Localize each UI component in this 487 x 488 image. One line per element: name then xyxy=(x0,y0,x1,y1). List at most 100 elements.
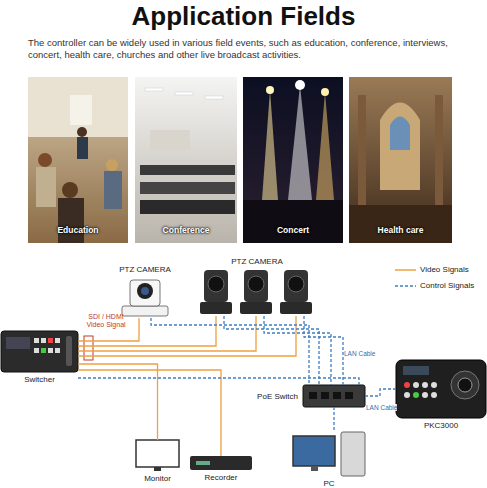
joystick xyxy=(458,378,472,392)
joystick-base xyxy=(451,371,479,399)
teacher xyxy=(77,127,87,137)
camera-lens xyxy=(141,287,149,295)
switcher-button xyxy=(34,348,39,353)
controller-button xyxy=(413,392,419,398)
conference-photo xyxy=(135,77,237,243)
photo-background xyxy=(28,77,128,243)
controller-button xyxy=(422,382,428,388)
switcher-button xyxy=(48,348,53,353)
student xyxy=(38,153,52,167)
switcher-device xyxy=(1,331,78,372)
device-label: Recorder xyxy=(205,473,238,482)
application-photo: Concert xyxy=(243,77,343,243)
camera-body xyxy=(130,280,160,306)
concert-photo xyxy=(243,77,343,243)
controller-screen xyxy=(403,366,429,375)
photo-label: Health care xyxy=(349,225,452,235)
camera-body xyxy=(284,270,308,302)
legend-text: Video Signals xyxy=(420,265,469,275)
poe-switch-node: PoE Switch xyxy=(303,385,365,407)
camera-lens xyxy=(288,276,304,292)
student xyxy=(36,167,56,207)
education-photo xyxy=(28,77,128,243)
photo-background xyxy=(135,77,237,243)
camera-lens xyxy=(208,276,224,292)
switcher-button xyxy=(34,338,39,343)
switcher-screen xyxy=(6,337,30,349)
lan-port xyxy=(333,392,341,399)
ceiling-light xyxy=(145,88,163,91)
camera-base xyxy=(122,306,168,316)
lan-port xyxy=(345,392,353,399)
pc-stand xyxy=(311,466,318,471)
camera-base xyxy=(280,302,312,314)
audience-row xyxy=(140,165,235,175)
photo-label: Conference xyxy=(135,225,237,235)
control-signal-line xyxy=(224,316,343,385)
church-photo xyxy=(349,77,452,243)
control-signal-line xyxy=(78,378,359,385)
cable-label: LAN Cable xyxy=(366,404,397,411)
camera-base xyxy=(240,302,272,314)
poe-body xyxy=(303,385,365,407)
application-photo: Conference xyxy=(135,77,237,243)
camera-lens xyxy=(248,276,264,292)
recorder-node: Recorder xyxy=(190,456,252,470)
lan-port xyxy=(309,392,317,399)
teacher xyxy=(77,137,88,159)
stained-window xyxy=(390,117,410,151)
controller-button xyxy=(404,392,410,398)
controller-node: PKC3000 xyxy=(396,360,486,418)
device-label: PKC3000 xyxy=(424,421,458,430)
switcher-button xyxy=(55,338,60,343)
column xyxy=(358,95,366,215)
monitor-node: Monitor xyxy=(136,440,179,471)
church-arch xyxy=(380,103,420,191)
cable-label: LAN Cable xyxy=(344,350,375,357)
caption-text: The controller can be widely used in var… xyxy=(28,37,458,61)
recorder-body xyxy=(190,456,252,470)
controller-button xyxy=(404,382,410,388)
signal-bracket xyxy=(84,336,93,360)
monitor-stand xyxy=(154,467,161,471)
crowd xyxy=(243,200,343,243)
stage-light xyxy=(266,86,274,94)
photo-label: Concert xyxy=(243,225,343,235)
device-label: Switcher xyxy=(24,375,55,384)
light-beam xyxy=(316,92,334,200)
recorder-device xyxy=(190,456,252,470)
switcher-button xyxy=(41,338,46,343)
camera-body xyxy=(244,270,268,302)
monitor-device xyxy=(136,440,179,471)
page-title: Application Fields xyxy=(0,0,487,32)
application-photo: Health care xyxy=(349,77,452,243)
device-label: PTZ CAMERA xyxy=(231,257,283,266)
photo-label: Education xyxy=(28,225,128,235)
ptz-camera-black-group xyxy=(200,270,312,314)
controller-body xyxy=(396,360,486,418)
pc-tower xyxy=(341,432,365,476)
t-bar xyxy=(66,336,72,366)
stage-light xyxy=(295,80,305,90)
pc-node: PC xyxy=(293,432,365,476)
lan-port xyxy=(321,392,329,399)
recorder-display xyxy=(196,461,210,465)
switcher-body xyxy=(1,331,78,372)
switcher-button xyxy=(55,348,60,353)
legend-text: Control Signals xyxy=(420,281,474,291)
light-beam xyxy=(262,90,278,200)
video-signal-line xyxy=(78,370,221,456)
poe-switch-device xyxy=(303,385,365,407)
controller-button xyxy=(431,382,437,388)
video-signal-line xyxy=(78,364,158,440)
signal-label: SDI / HDMI Video Signal xyxy=(84,313,128,329)
control-signal-line xyxy=(365,389,396,396)
camera-lens xyxy=(137,283,153,299)
screen xyxy=(150,130,190,150)
camera-group-node: PTZ CAMERA xyxy=(198,268,316,316)
ceiling-light xyxy=(205,96,223,99)
pews xyxy=(349,205,452,243)
device-label: PC xyxy=(323,479,334,488)
